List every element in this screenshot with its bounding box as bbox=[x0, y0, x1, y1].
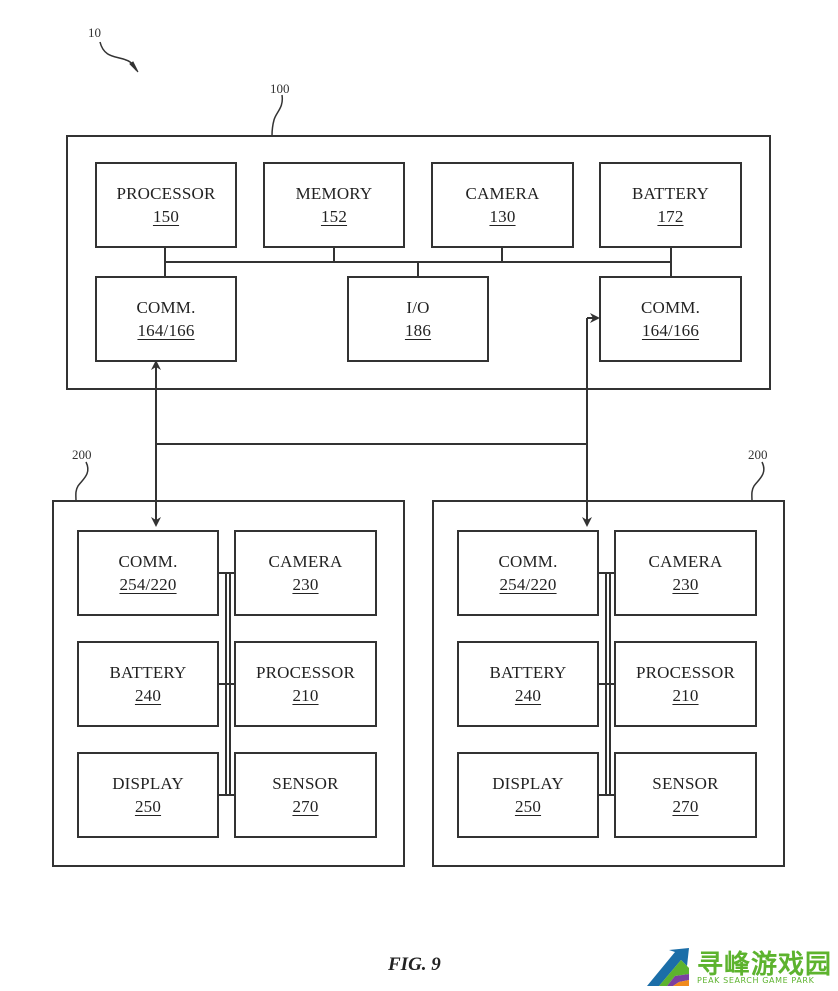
peripheral-left-processor-block: PROCESSOR 210 bbox=[234, 641, 377, 727]
block-number: 164/166 bbox=[641, 321, 700, 340]
mountain-logo-icon bbox=[647, 948, 689, 986]
block-number: 152 bbox=[320, 207, 348, 226]
block-label: BATTERY bbox=[632, 184, 709, 203]
peripheral-right-comm-block: COMM. 254/220 bbox=[457, 530, 599, 616]
peripheral-left-camera-block: CAMERA 230 bbox=[234, 530, 377, 616]
block-label: COMM. bbox=[640, 298, 701, 317]
block-label: PROCESSOR bbox=[255, 663, 356, 682]
system-ref-leader bbox=[99, 41, 137, 71]
peripheral-right-processor-block: PROCESSOR 210 bbox=[614, 641, 757, 727]
peripheral-right-display-block: DISPLAY 250 bbox=[457, 752, 599, 838]
figure-caption: FIG. 9 bbox=[388, 954, 441, 975]
peripheral-left-display-block: DISPLAY 250 bbox=[77, 752, 219, 838]
block-number: 250 bbox=[134, 797, 162, 816]
peripheral-left-ref-label: 200 bbox=[72, 447, 92, 462]
block-label: MEMORY bbox=[295, 184, 373, 203]
block-number: 186 bbox=[404, 321, 432, 340]
block-number: 254/220 bbox=[499, 575, 557, 594]
device-comm-left-block: COMM. 164/166 bbox=[95, 276, 237, 362]
block-number: 240 bbox=[134, 686, 162, 705]
device-processor-block: PROCESSOR 150 bbox=[95, 162, 237, 248]
block-number: 172 bbox=[657, 207, 684, 226]
watermark-subtitle: PEAK SEARCH GAME PARK bbox=[697, 976, 815, 985]
peripheral-left-battery-block: BATTERY 240 bbox=[77, 641, 219, 727]
device-battery-block: BATTERY 172 bbox=[599, 162, 742, 248]
block-label: COMM. bbox=[118, 552, 178, 571]
block-label: SENSOR bbox=[272, 774, 339, 793]
block-label: I/O bbox=[406, 298, 430, 317]
block-label: BATTERY bbox=[489, 663, 567, 682]
peripheral-left-frame bbox=[52, 500, 405, 867]
block-label: COMM. bbox=[498, 552, 558, 571]
device-memory-block: MEMORY 152 bbox=[263, 162, 405, 248]
block-number: 240 bbox=[514, 686, 542, 705]
block-number: 210 bbox=[672, 686, 699, 705]
peripheral-right-battery-block: BATTERY 240 bbox=[457, 641, 599, 727]
watermark-title: 寻峰游戏园 bbox=[697, 950, 833, 980]
peripheral-left-comm-block: COMM. 254/220 bbox=[77, 530, 219, 616]
block-label: SENSOR bbox=[652, 774, 719, 793]
peripheral-right-camera-block: CAMERA 230 bbox=[614, 530, 757, 616]
block-label: BATTERY bbox=[109, 663, 187, 682]
block-number: 210 bbox=[292, 686, 319, 705]
peripheral-right-ref-label: 200 bbox=[748, 447, 768, 462]
block-number: 254/220 bbox=[119, 575, 177, 594]
block-label: DISPLAY bbox=[492, 774, 564, 793]
watermark-logo: 寻峰游戏园 PEAK SEARCH GAME PARK bbox=[645, 944, 835, 988]
block-number: 250 bbox=[514, 797, 542, 816]
block-number: 130 bbox=[489, 207, 516, 226]
peripheral-right-ref-leader bbox=[751, 461, 765, 502]
block-number: 150 bbox=[152, 207, 180, 226]
block-number: 270 bbox=[292, 797, 319, 816]
block-number: 270 bbox=[672, 797, 699, 816]
block-number: 164/166 bbox=[137, 321, 195, 340]
peripheral-right-frame bbox=[432, 500, 785, 867]
block-label: PROCESSOR bbox=[116, 184, 216, 203]
device-ref-label: 100 bbox=[270, 81, 290, 96]
block-label: CAMERA bbox=[465, 184, 540, 203]
block-label: PROCESSOR bbox=[635, 663, 736, 682]
device-camera-block: CAMERA 130 bbox=[431, 162, 574, 248]
block-label: COMM. bbox=[136, 298, 196, 317]
system-ref-arrowhead bbox=[129, 61, 139, 73]
block-number: 230 bbox=[672, 575, 699, 594]
peripheral-left-ref-leader bbox=[75, 461, 89, 502]
block-label: CAMERA bbox=[268, 552, 343, 571]
device-100-frame bbox=[66, 135, 771, 390]
block-label: DISPLAY bbox=[112, 774, 184, 793]
peripheral-right-sensor-block: SENSOR 270 bbox=[614, 752, 757, 838]
block-label: CAMERA bbox=[648, 552, 723, 571]
block-number: 230 bbox=[292, 575, 319, 594]
system-ref-label: 10 bbox=[88, 25, 101, 40]
peripheral-left-sensor-block: SENSOR 270 bbox=[234, 752, 377, 838]
device-ref-leader bbox=[271, 94, 284, 137]
device-io-block: I/O 186 bbox=[347, 276, 489, 362]
device-comm-right-block: COMM. 164/166 bbox=[599, 276, 742, 362]
